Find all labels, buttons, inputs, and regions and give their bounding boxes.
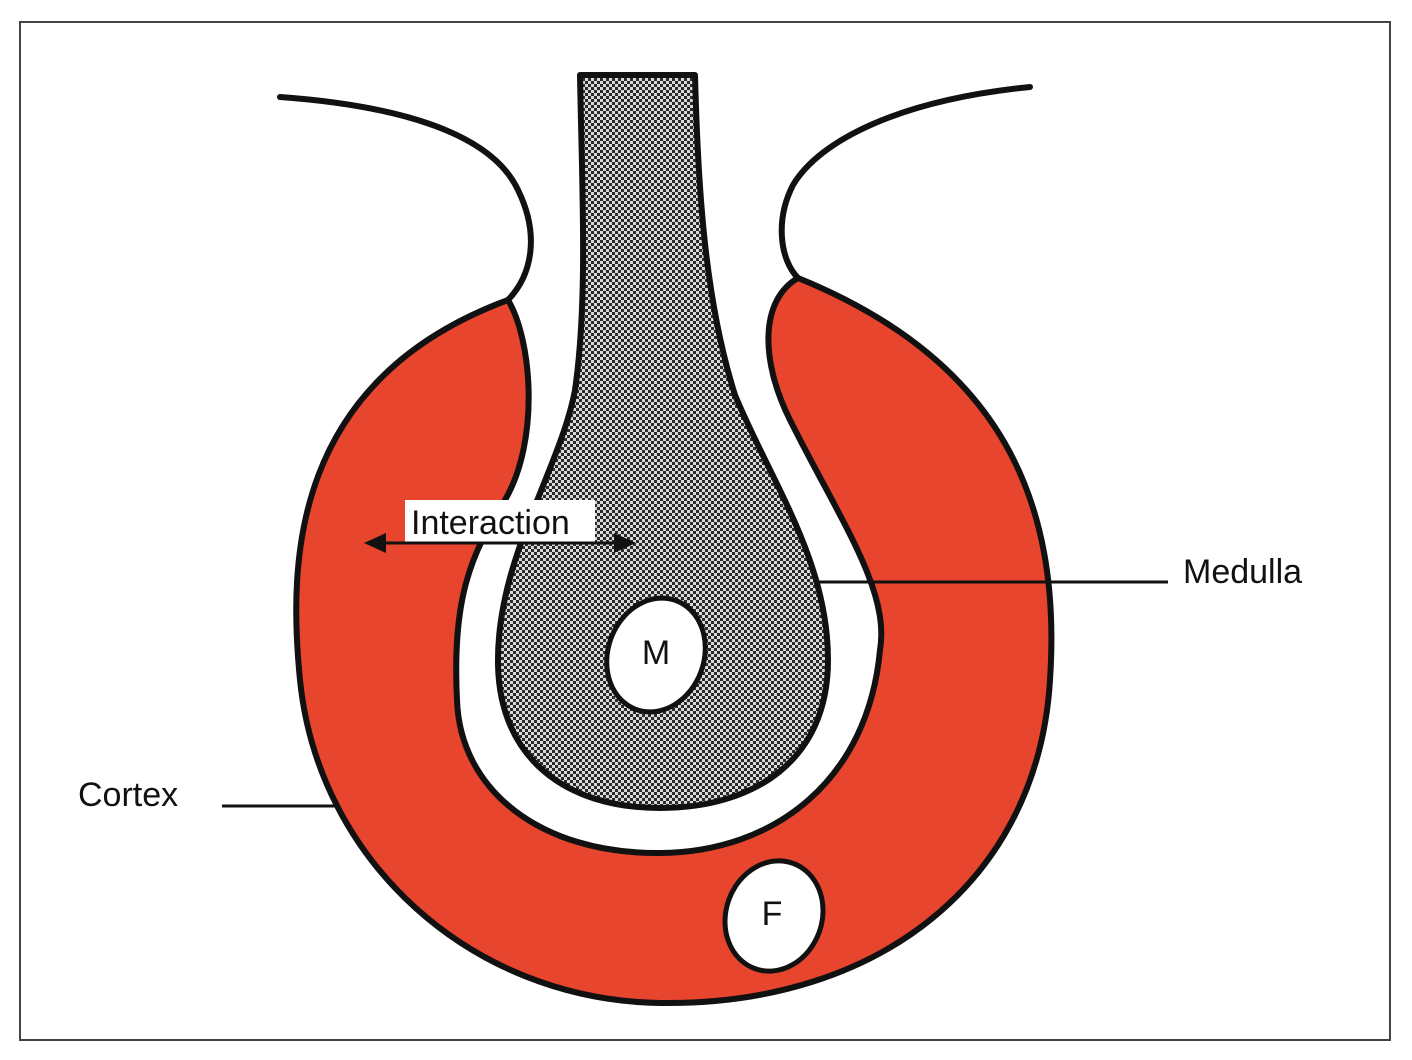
medulla-shaft bbox=[494, 72, 831, 811]
interaction-arrow-right-head bbox=[614, 533, 636, 553]
m-cell bbox=[604, 595, 708, 715]
medulla-label: Medulla bbox=[1183, 553, 1302, 591]
interaction-arrow-left-head bbox=[364, 533, 386, 553]
m-label: M bbox=[642, 634, 670, 672]
cortex-label: Cortex bbox=[78, 776, 178, 814]
skin-surface-right bbox=[778, 84, 1033, 281]
interaction-label: Interaction bbox=[411, 504, 570, 542]
f-cell bbox=[722, 858, 826, 974]
skin-surface-left bbox=[277, 94, 534, 303]
cortex-region bbox=[293, 275, 1055, 1007]
f-label: F bbox=[762, 895, 783, 933]
interaction-label-bg bbox=[405, 500, 595, 544]
